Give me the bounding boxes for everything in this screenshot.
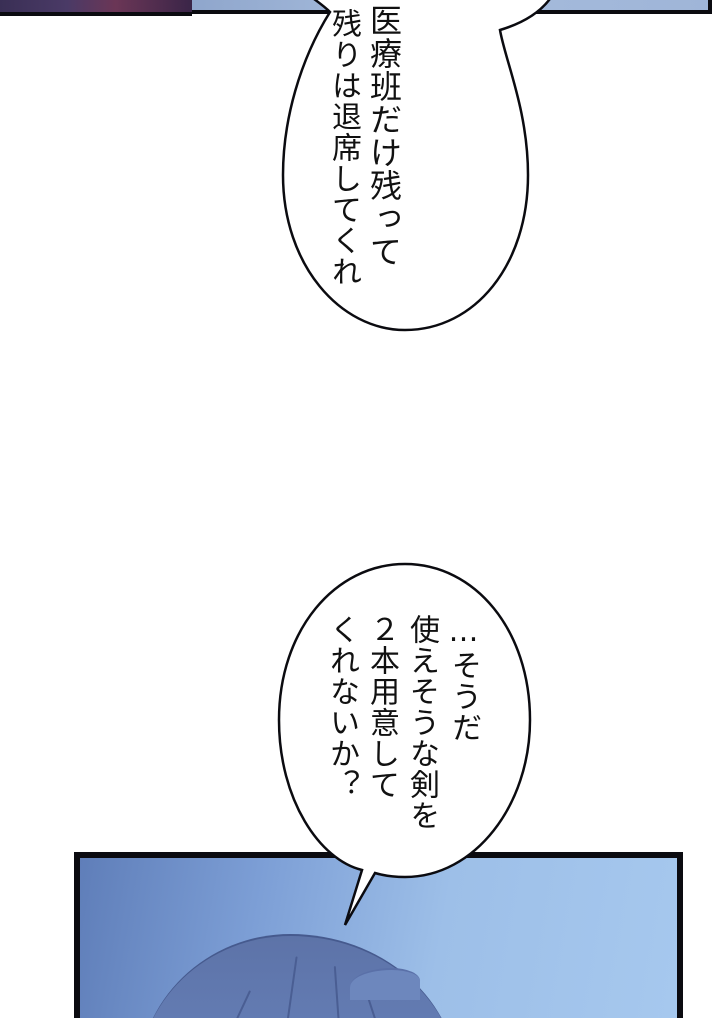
bubble-2-line-2: 使えそうな剣を bbox=[404, 614, 439, 831]
bubble-1-line-2: 残りは退席してくれ bbox=[326, 8, 361, 287]
speech-bubble-1-shape bbox=[281, 0, 551, 332]
bubble-2-line-4: くれないか？ bbox=[324, 614, 359, 800]
top-right-panel bbox=[192, 0, 712, 14]
bubble-2-line-3: ２本用意して bbox=[364, 614, 399, 800]
bottom-panel bbox=[74, 852, 683, 1018]
hair-strand bbox=[333, 966, 345, 1018]
hair-strand bbox=[280, 956, 298, 1018]
bubble-1-line-1: 医療班だけ残って bbox=[365, 4, 403, 268]
hair-tuft bbox=[350, 968, 420, 1000]
top-left-panel bbox=[0, 0, 192, 16]
bubble-2-line-1: …そうだ bbox=[446, 614, 481, 743]
hair-strand bbox=[206, 990, 252, 1018]
